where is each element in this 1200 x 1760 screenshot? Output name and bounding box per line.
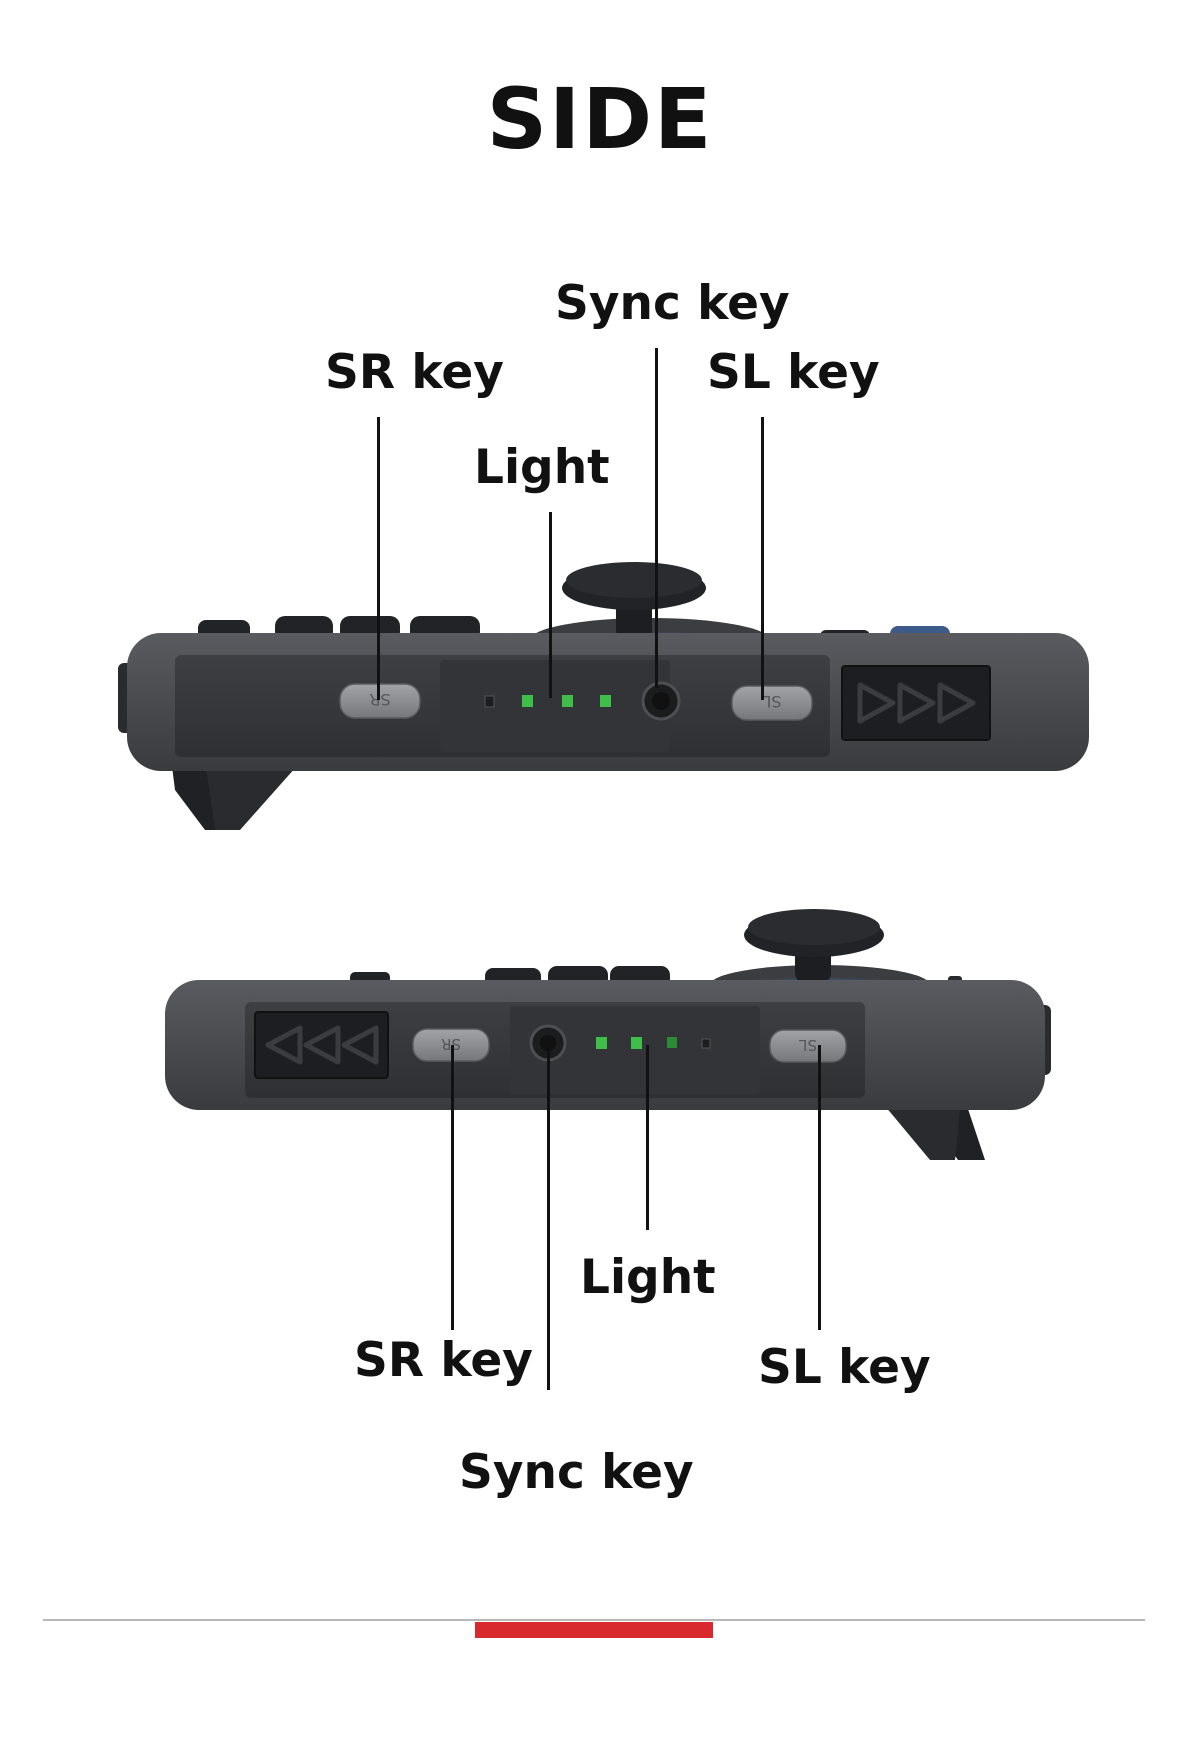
- bottom-light-leader: [646, 1045, 649, 1230]
- top-sl-key-label: SL key: [707, 345, 880, 400]
- top-controller: [118, 562, 1089, 830]
- top-light-label: Light: [474, 440, 610, 495]
- bottom-sl-button-text: SL: [798, 1036, 817, 1054]
- bottom-sync-key-leader: [547, 1045, 550, 1390]
- bottom-light-label: Light: [580, 1250, 716, 1305]
- footer-divider: [43, 1619, 1145, 1621]
- bottom-sync-key-label: Sync key: [459, 1445, 694, 1500]
- top-sync-key-leader: [655, 348, 658, 688]
- top-sl-button-shape: [731, 685, 813, 721]
- bottom-controller: [165, 909, 1051, 1160]
- bottom-sl-key-leader: [818, 1045, 821, 1330]
- top-sr-key-leader: [377, 417, 380, 700]
- bottom-sr-key-leader: [451, 1045, 454, 1330]
- footer-accent-bar: [475, 1622, 713, 1638]
- top-sr-button-shape: [339, 683, 421, 719]
- bottom-sl-button-shape: [769, 1029, 847, 1063]
- page-title: SIDE: [486, 70, 714, 168]
- top-sr-button-text: SR: [369, 690, 390, 709]
- bottom-sl-key-label: SL key: [758, 1340, 931, 1395]
- bottom-sr-key-label: SR key: [354, 1333, 533, 1388]
- top-sl-button-text: SL: [762, 692, 781, 711]
- top-light-leader: [549, 512, 552, 698]
- top-sync-key-label: Sync key: [555, 276, 790, 331]
- top-sl-key-leader: [761, 417, 764, 700]
- top-sr-key-label: SR key: [325, 345, 504, 400]
- bottom-sr-button-text: SR: [441, 1035, 461, 1053]
